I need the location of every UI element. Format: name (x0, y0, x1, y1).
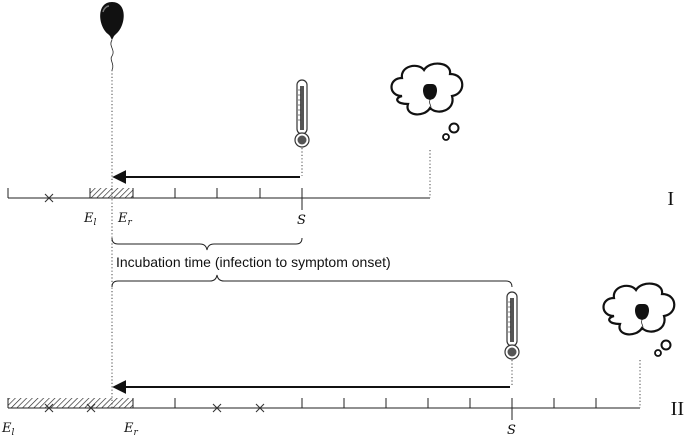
label-er: Er (123, 421, 139, 436)
cross-marker (212, 403, 222, 413)
incubation-brace-lower (111, 274, 513, 288)
thermometer-icon (504, 291, 520, 360)
scenario-label-I: I (667, 188, 674, 210)
label-s: S (507, 423, 516, 436)
cross-marker (86, 403, 96, 413)
cross-marker (44, 403, 54, 413)
label-el: El (83, 211, 97, 228)
label-s: S (297, 213, 306, 228)
exposure-window (8, 398, 133, 408)
cross-marker (44, 193, 54, 203)
thought-bubble-icon (602, 282, 676, 357)
balloon-icon (100, 2, 124, 71)
incubation-brace-upper (111, 237, 303, 251)
label-el: El (1, 421, 15, 436)
timeline-I: El Er S I (7, 62, 674, 228)
thermometer-icon (294, 79, 310, 148)
cross-marker (255, 403, 265, 413)
incubation-caption: Incubation time (infection to symptom on… (116, 254, 391, 270)
thought-bubble-icon (390, 62, 464, 141)
label-er: Er (117, 211, 133, 228)
exposure-window (90, 188, 133, 198)
scenario-label-II: II (671, 398, 684, 420)
timeline-II: El Er S II (1, 282, 684, 436)
